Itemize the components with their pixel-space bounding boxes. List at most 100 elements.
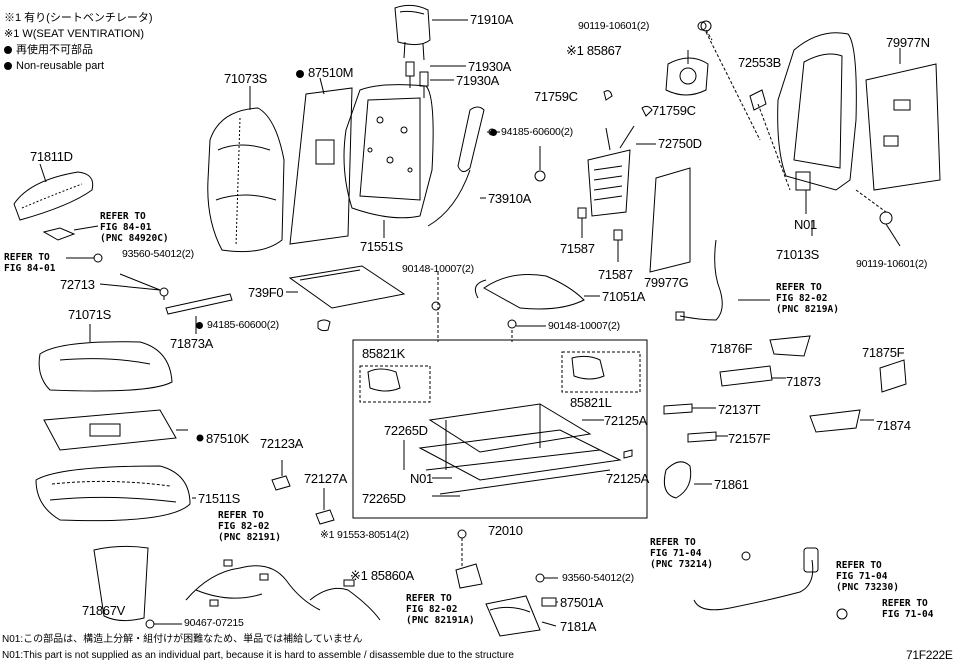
part-label[interactable]: 71811D [30,149,73,164]
part-label[interactable]: 87510M [296,66,353,79]
part-label[interactable]: 94185-60600(2) [196,320,279,331]
clip-illustration [315,509,335,525]
part-label[interactable]: 71759C [534,89,578,104]
part-label[interactable]: 90148-10007(2) [402,263,474,275]
cover-illustration [663,461,692,499]
part-label[interactable]: 71910A [470,12,514,27]
part-label[interactable]: 72553B [738,55,782,70]
part-label[interactable]: 72713 [60,277,95,292]
part-label[interactable]: 71587 [560,241,595,256]
back-pad-illustration [289,87,353,245]
adjuster-group-box [352,339,648,519]
clip-illustration [641,105,653,117]
clip-illustration [271,475,291,491]
refer-to-callout[interactable]: REFER TO FIG 84-01 [4,252,56,274]
part-label[interactable]: 73910A [488,191,532,206]
part-label[interactable]: 93560-54012(2) [122,248,194,260]
screw-illustration [159,287,169,300]
part-label[interactable]: 72123A [260,436,304,451]
side-panel-illustration [93,545,149,622]
refer-to-callout[interactable]: REFER TO FIG 82-02 (PNC 82191) [218,510,281,543]
part-label[interactable]: 71874 [876,418,911,433]
wire-harness-illustration [185,559,321,611]
part-label[interactable]: 79977G [644,275,689,290]
part-label[interactable]: 72127A [304,471,348,486]
part-label[interactable]: ※1 91553-80514(2) [320,529,409,541]
cushion-frame-illustration [35,465,191,522]
headrest-support-illustration [405,61,429,98]
legend-line-4: Non-reusable part [4,60,104,72]
fan-illustration [665,20,712,96]
part-label[interactable]: 87510K [198,432,249,445]
part-label[interactable]: 71875F [862,345,905,360]
part-label[interactable]: 71013S [776,247,820,262]
non-reusable-dot-icon [4,46,12,54]
non-reusable-dot-icon [296,70,304,78]
part-label[interactable]: 71759C [652,103,696,118]
part-label[interactable]: 72137T [718,402,761,417]
part-label[interactable]: 739F0 [248,285,284,300]
refer-to-callout[interactable]: REFER TO FIG 82-02 (PNC 82191A) [406,593,475,626]
part-label[interactable]: 79977N [886,35,930,50]
part-label[interactable]: N01 [794,217,817,232]
part-label[interactable]: 71073S [224,71,268,86]
refer-to-callout[interactable]: REFER TO FIG 71-04 (PNC 73230) [836,560,899,593]
part-label[interactable]: 72750D [658,136,702,151]
part-label[interactable]: 90148-10007(2) [548,320,620,332]
part-label[interactable]: 72125A [604,413,648,428]
part-label[interactable]: 94185-60600(2) [490,127,573,138]
back-pad-illustration [649,167,691,273]
cover-illustration [809,409,861,433]
part-label[interactable]: 72157F [728,431,771,446]
part-label[interactable]: 7181A [560,619,597,634]
refer-to-callout[interactable]: REFER TO FIG 71-04 [882,598,934,620]
part-label[interactable]: 71511S [198,491,241,506]
non-reusable-dot-icon [490,129,497,136]
side-trim-illustration [13,171,94,221]
part-label[interactable]: 72125A [606,471,650,486]
part-label[interactable]: 87501A [560,595,604,610]
part-label[interactable]: 71861 [714,477,749,492]
part-label[interactable]: 90467-07215 [184,617,244,629]
board-illustration [288,265,406,309]
part-label[interactable]: N01 [410,471,433,486]
part-label[interactable]: 71873 [786,374,821,389]
cushion-pad-illustration [43,409,188,451]
part-label[interactable]: 71930A [456,73,500,88]
part-label[interactable]: 71876F [710,341,753,356]
part-label[interactable]: 71587 [598,267,633,282]
bracket-illustration [455,563,483,589]
part-label[interactable]: 71071S [68,307,112,322]
wire-harness-illustration [679,239,723,321]
seatback-cover-illustration [207,107,285,253]
clip-illustration [603,90,613,101]
bracket-illustration [485,595,541,637]
part-label[interactable]: 71873A [170,336,214,351]
part-label[interactable]: 93560-54012(2) [562,572,634,584]
part-label[interactable]: 85821K [362,346,406,361]
part-label[interactable]: 72265D [384,423,428,438]
part-label[interactable]: 71051A [602,289,646,304]
part-label[interactable]: ※1 85860A [350,568,414,583]
motor-illustration [367,355,605,392]
bracket-illustration [749,89,767,111]
refer-to-callout[interactable]: REFER TO FIG 84-01 (PNC 84920C) [100,211,169,244]
part-label[interactable]: 72265D [362,491,406,506]
part-label[interactable]: 71930A [468,59,512,74]
cable-illustration [693,559,814,611]
seatback-frame-illustration [777,32,857,191]
part-label[interactable]: 71551S [360,239,404,254]
part-label[interactable]: 71867V [82,603,126,618]
part-label[interactable]: 90119-10601(2) [578,20,650,32]
part-label[interactable]: ※1 85867 [566,43,622,58]
part-label[interactable]: 90119-10601(2) [856,258,928,270]
refer-to-callout[interactable]: REFER TO FIG 82-02 (PNC 8219A) [776,282,839,315]
part-label[interactable]: 72010 [488,523,523,538]
cover-illustration [719,365,773,387]
part-number: 87510K [206,431,250,446]
non-reusable-dot-icon [4,62,12,70]
refer-to-callout[interactable]: REFER TO FIG 71-04 (PNC 73214) [650,537,713,570]
part-label[interactable]: 85821L [570,395,612,410]
lumbar-illustration [587,125,635,217]
headrest-illustration [394,4,431,61]
